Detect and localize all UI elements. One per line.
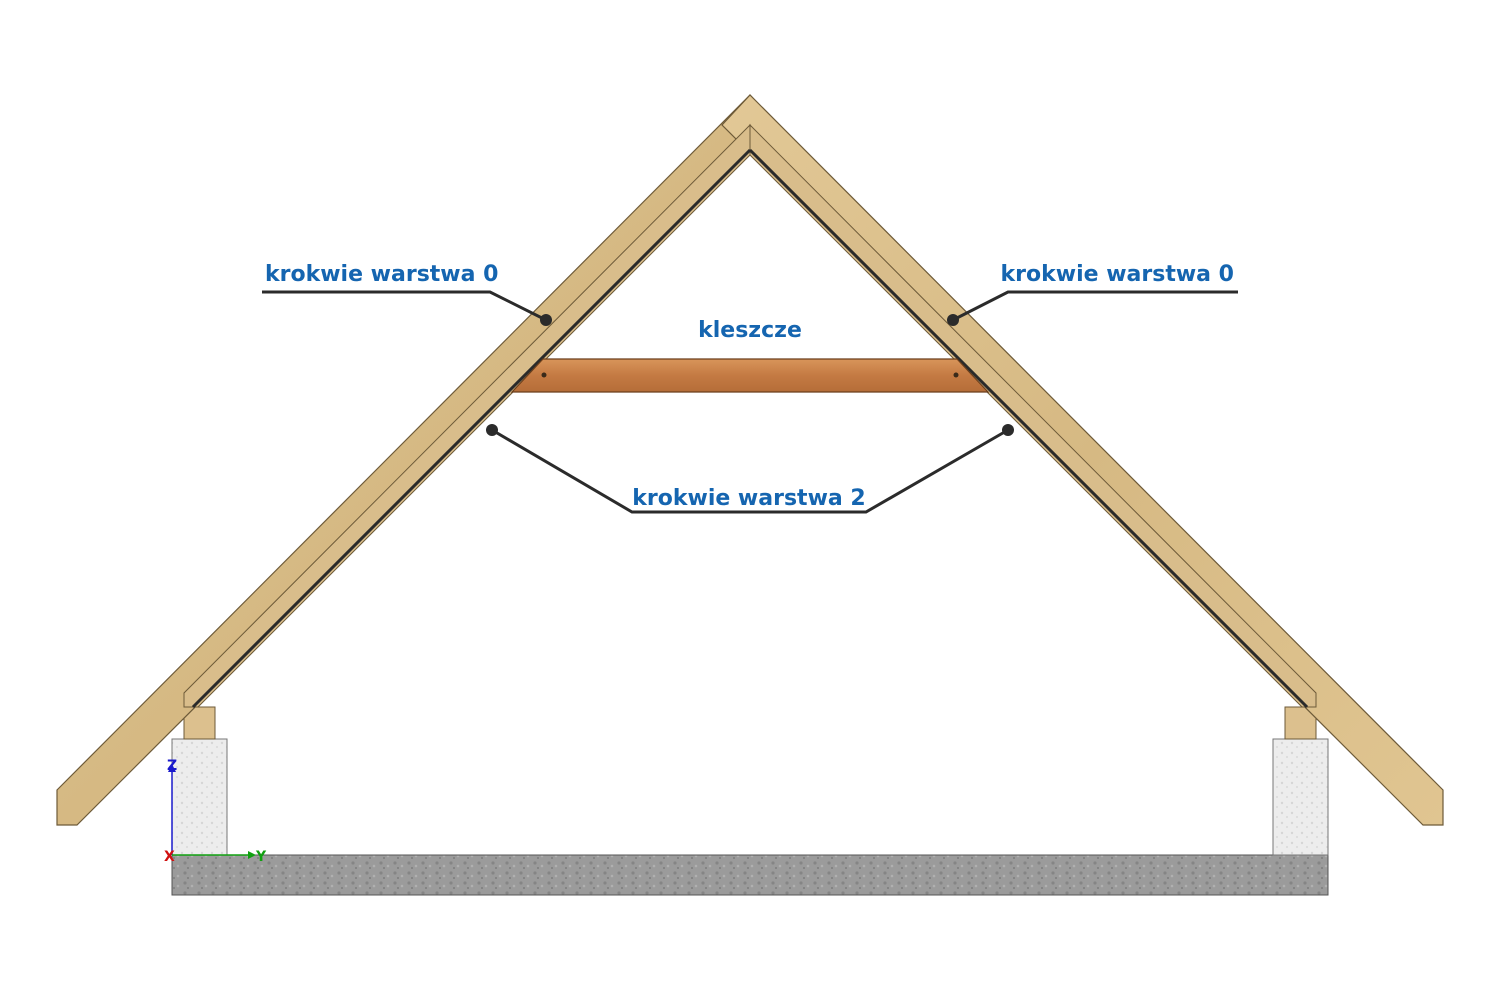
leader-rafter-layer0-left <box>262 290 547 322</box>
rafter-layer2-left <box>183 123 751 708</box>
floor-slab <box>171 854 1329 896</box>
leader-dot-layer2-right <box>1002 424 1014 436</box>
label-rafter-layer2: krokwie warstwa 2 <box>632 486 865 511</box>
leader-rafter-layer0-right <box>952 290 1238 322</box>
label-rafter-layer0-left: krokwie warstwa 0 <box>265 262 498 287</box>
rafter-layer2-right <box>749 123 1317 708</box>
layer-separator-left <box>191 148 752 709</box>
leader-rafter-layer2 <box>491 428 1009 514</box>
label-collar-tie: kleszcze <box>698 318 802 343</box>
wall-right <box>1272 738 1329 856</box>
axis-z-label: Z <box>167 758 177 774</box>
wall-left <box>171 738 228 856</box>
collar-bolt-right <box>953 372 959 378</box>
leader-dot-layer0-left <box>540 314 552 326</box>
label-rafter-layer0-right: krokwie warstwa 0 <box>1001 262 1234 287</box>
collar-bolt-left <box>541 372 547 378</box>
leader-dot-layer0-right <box>947 314 959 326</box>
axis-y-label: Y <box>255 849 267 865</box>
axis-y-arrow <box>248 851 256 859</box>
collar-tie <box>510 358 990 393</box>
axis-x-label: X <box>164 849 175 865</box>
layer-separator-right <box>748 148 1309 709</box>
leader-dot-layer2-left <box>486 424 498 436</box>
axis-z-arrow <box>168 764 176 772</box>
